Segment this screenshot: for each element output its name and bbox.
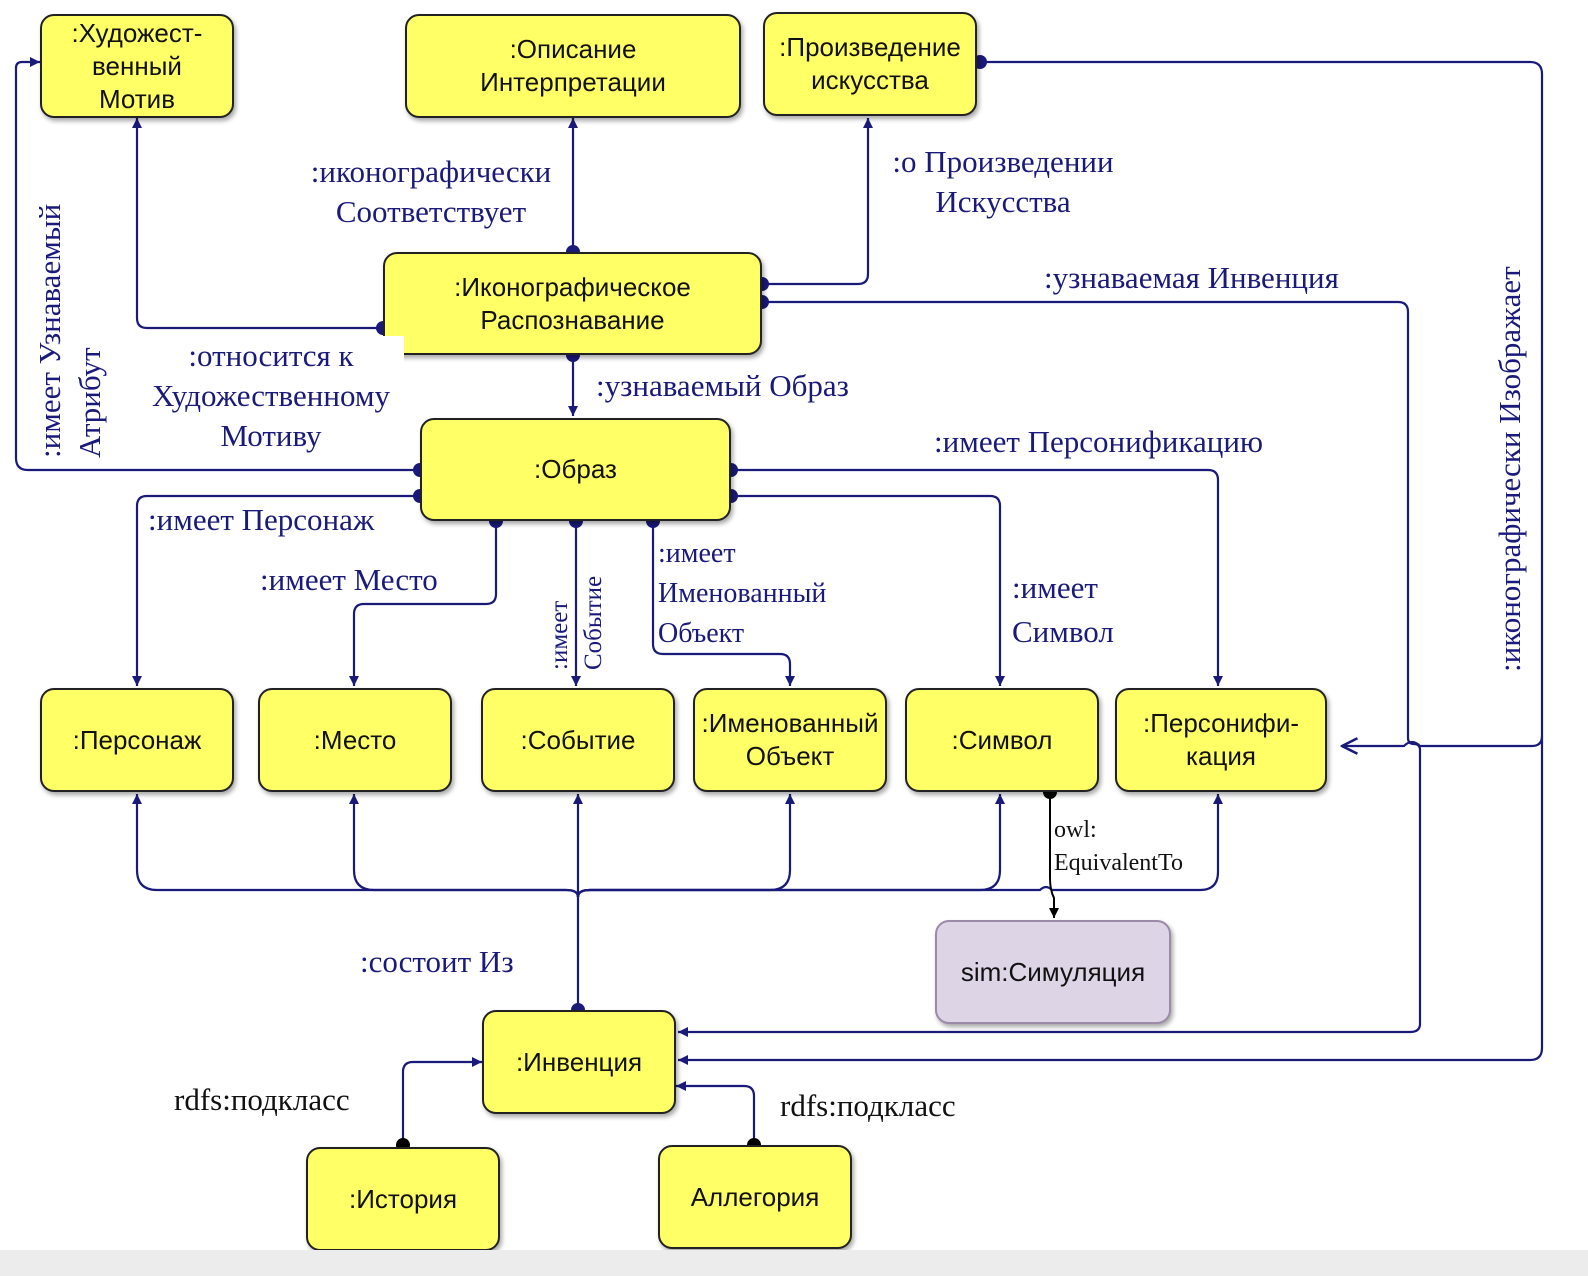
edge-has-place [349,521,498,686]
label-has-named-object: :имеет Именованный Объект [658,538,827,649]
node-event[interactable]: :Событие [481,688,675,792]
label-subclass-right: rdfs:подкласс [780,1088,956,1123]
edge-subclass-allegory [676,1081,756,1145]
label-iconographically-depicts: :иконографически Изображает [1492,266,1527,672]
label-iconographically-corresponds: :иконографически Соответствует [310,154,552,229]
label-has-event: :имеет Событие [546,575,607,670]
edge-subclass-story [401,1057,482,1145]
label-subclass-left: rdfs:подкласс [174,1082,350,1117]
label-recognizable-invention: :узнаваемая Инвенция [1044,260,1339,295]
edge-consists-personification [576,794,1223,898]
label-has-personification: :имеет Персонификацию [934,424,1264,459]
node-story[interactable]: :История [306,1147,500,1251]
node-simulation[interactable]: sim:Симуляция [935,920,1171,1024]
edge-consists-named-object [576,794,795,898]
edge-has-named-object [651,521,795,686]
node-symbol[interactable]: :Символ [905,688,1099,792]
edge-has-symbol [731,494,1005,686]
node-place[interactable]: :Место [258,688,452,792]
edge-consists-place [349,794,580,898]
edge-about-artwork [762,118,873,286]
node-art-motif[interactable]: :Художест- венный Мотив [40,14,234,118]
label-has-symbol: :имеет Символ [1012,570,1114,649]
node-named-object[interactable]: :Именованный Объект [693,688,887,792]
label-recognizable-image: :узнаваемый Образ [596,368,849,403]
edge-has-personification [731,468,1223,686]
label-consists-of: :состоит Из [360,944,514,979]
label-has-recognizable-attribute: :имеет Узнаваемый Атрибут [32,203,107,458]
node-character[interactable]: :Персонаж [40,688,234,792]
label-owl-equivalent: owl: EquivalentTo [1054,817,1183,876]
node-personification[interactable]: :Персонифи- кация [1115,688,1327,792]
node-iconographic-recognition[interactable]: :Иконографическое Распознавание [383,252,762,355]
node-artwork[interactable]: :Произведение искусства [763,12,977,116]
label-refers-to-art-motif: :относится к Художественному Мотиву [138,336,404,456]
edge-has-attribute [14,57,420,472]
node-invention[interactable]: :Инвенция [482,1010,676,1114]
label-has-character: :имеет Персонаж [148,502,375,537]
node-allegory[interactable]: Аллегория [658,1145,852,1249]
node-interpretation-description[interactable]: :Описание Интерпретации [405,14,741,118]
label-has-place: :имеет Место [260,562,438,597]
node-image[interactable]: :Образ [420,418,731,521]
edge-owl-equivalent [1049,792,1059,918]
edge-refers-to-motif [132,118,383,330]
edge-recognizable-invention [678,300,1422,1037]
edge-has-character [132,494,420,686]
edge-depicts-personification [1342,735,1544,746]
bottom-strip [0,1250,1588,1276]
label-about-artwork: :о Произведении Искусства [892,144,1114,219]
edge-depicts [678,60,1544,1065]
